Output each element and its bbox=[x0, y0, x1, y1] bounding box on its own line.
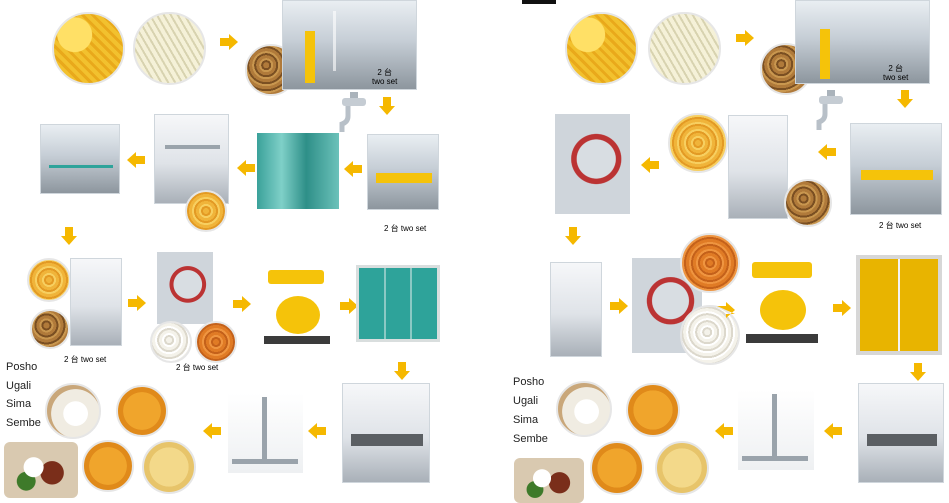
arrow-icon bbox=[565, 227, 581, 245]
arrow-icon bbox=[237, 160, 255, 176]
arrow-icon bbox=[610, 298, 628, 314]
arrow-icon bbox=[715, 423, 733, 439]
corn-grits-image bbox=[626, 383, 680, 437]
cleaning-machine-image bbox=[795, 0, 930, 84]
food-name-posho: Posho bbox=[513, 376, 545, 388]
grinding-mill-image bbox=[157, 252, 213, 324]
two-set-label-degermer: 2 台 two set bbox=[64, 355, 107, 364]
packing-machine-image bbox=[738, 390, 814, 470]
food-name-ugali: Ugali bbox=[513, 395, 539, 407]
food-name-sembe: Sembe bbox=[6, 417, 41, 429]
food-name-sembe: Sembe bbox=[513, 433, 548, 445]
maize-meal-image bbox=[655, 441, 709, 495]
two-set-label-top: 2 台 two set bbox=[883, 64, 909, 82]
grits-white-image bbox=[680, 305, 740, 365]
roller-mill-image bbox=[858, 383, 944, 483]
degermed-corn-image bbox=[185, 190, 227, 232]
arrow-icon bbox=[641, 157, 659, 173]
arrow-icon bbox=[379, 97, 395, 115]
peeling-machine-image bbox=[70, 258, 122, 346]
ugali-meal-image bbox=[4, 442, 78, 498]
food-name-posho: Posho bbox=[6, 361, 38, 373]
two-set-label-cleaner: 2 台 two set bbox=[384, 224, 427, 233]
arrow-icon bbox=[824, 423, 842, 439]
two-set-label-top: 2 台 two set bbox=[372, 68, 398, 86]
white-corn-image bbox=[133, 12, 206, 85]
arrow-icon bbox=[897, 90, 913, 108]
arrow-icon bbox=[717, 302, 735, 318]
peeling-machine-2-image bbox=[550, 262, 602, 357]
cropped-text-fragment bbox=[522, 0, 556, 4]
water-tap-icon bbox=[339, 92, 366, 132]
water-tap-icon bbox=[816, 90, 843, 130]
grits-orange-image bbox=[680, 233, 740, 293]
peeling-machine-image bbox=[728, 115, 788, 219]
arrow-icon bbox=[344, 161, 362, 177]
grits-white-image bbox=[150, 321, 192, 363]
plansifter-image bbox=[856, 255, 942, 355]
hammer-mill-image bbox=[258, 266, 336, 350]
bran-image bbox=[784, 179, 832, 227]
roller-mill-image bbox=[342, 383, 430, 483]
cleaning-machine-image bbox=[282, 0, 417, 90]
arrow-icon bbox=[127, 152, 145, 168]
yellow-flour-image bbox=[590, 441, 644, 495]
hammer-mill-image bbox=[740, 256, 825, 354]
food-name-sima: Sima bbox=[6, 398, 32, 410]
yellow-corn-image bbox=[52, 12, 125, 85]
arrow-icon bbox=[233, 296, 251, 312]
arrow-icon bbox=[833, 300, 851, 316]
arrow-icon bbox=[203, 423, 221, 439]
cracked-corn-image bbox=[668, 113, 728, 173]
food-name-sima: Sima bbox=[513, 414, 539, 426]
arrow-icon bbox=[340, 298, 358, 314]
white-corn-image bbox=[648, 12, 721, 85]
arrow-icon bbox=[910, 363, 926, 381]
plansifter-image bbox=[356, 265, 440, 342]
food-name-ugali: Ugali bbox=[6, 380, 32, 392]
arrow-icon bbox=[394, 362, 410, 380]
packing-machine-image bbox=[228, 393, 303, 473]
yellow-corn-image bbox=[565, 12, 638, 85]
yellow-flour-image bbox=[82, 440, 134, 492]
arrow-icon bbox=[308, 423, 326, 439]
bran-image bbox=[30, 309, 70, 349]
destoner-machine-image bbox=[850, 123, 942, 215]
color-sorter-image bbox=[40, 124, 120, 194]
degermer-machine-image bbox=[555, 114, 630, 214]
arrow-icon bbox=[818, 144, 836, 160]
white-flour-image bbox=[556, 381, 612, 437]
arrow-icon bbox=[736, 30, 754, 46]
two-set-label-mill: 2 台 two set bbox=[176, 363, 219, 372]
arrow-icon bbox=[128, 295, 146, 311]
destoner-machine-image bbox=[367, 134, 439, 210]
arrow-icon bbox=[220, 34, 238, 50]
corn-grits-image bbox=[116, 385, 168, 437]
degermer-machine-image bbox=[154, 114, 229, 204]
arrow-icon bbox=[61, 227, 77, 245]
ugali-meal-image bbox=[514, 458, 584, 503]
maize-meal-image bbox=[142, 440, 196, 494]
two-set-label-cleaner: 2 台 two set bbox=[879, 221, 922, 230]
cracked-corn-image bbox=[27, 258, 71, 302]
dampening-tanks-image bbox=[257, 133, 339, 209]
white-flour-image bbox=[45, 383, 101, 439]
grits-orange-image bbox=[195, 321, 237, 363]
